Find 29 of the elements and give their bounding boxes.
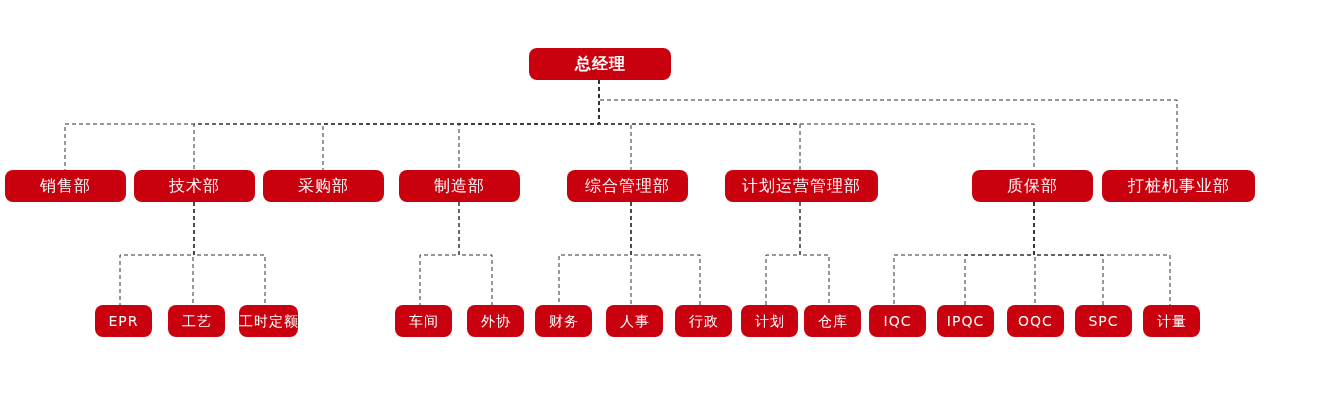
connector-line xyxy=(193,201,266,306)
org-box: 计划 xyxy=(741,305,798,337)
org-box: 制造部 xyxy=(399,170,520,202)
org-box: IPQC xyxy=(937,305,994,337)
org-box: 工时定额 xyxy=(239,305,298,337)
org-box: IQC xyxy=(869,305,926,337)
org-box: 人事 xyxy=(606,305,663,337)
org-box: SPC xyxy=(1075,305,1132,337)
org-box: 打桩机事业部 xyxy=(1102,170,1255,202)
org-box: 工艺 xyxy=(168,305,225,337)
org-box: 质保部 xyxy=(972,170,1093,202)
org-box: 行政 xyxy=(675,305,732,337)
org-box: 综合管理部 xyxy=(567,170,688,202)
connector-line xyxy=(799,201,830,306)
org-box: 总经理 xyxy=(529,48,671,80)
org-box: 财务 xyxy=(535,305,592,337)
org-box: EPR xyxy=(95,305,152,337)
connector-line xyxy=(630,201,701,306)
connector-line xyxy=(1033,201,1171,306)
org-box: 车间 xyxy=(395,305,452,337)
org-box: 仓库 xyxy=(804,305,861,337)
org-box: 外协 xyxy=(467,305,524,337)
org-box: OQC xyxy=(1007,305,1064,337)
connector-line xyxy=(458,201,493,306)
org-box: 计划运营管理部 xyxy=(725,170,878,202)
org-box: 销售部 xyxy=(5,170,126,202)
org-box: 技术部 xyxy=(134,170,255,202)
org-box: 采购部 xyxy=(263,170,384,202)
org-box: 计量 xyxy=(1143,305,1200,337)
